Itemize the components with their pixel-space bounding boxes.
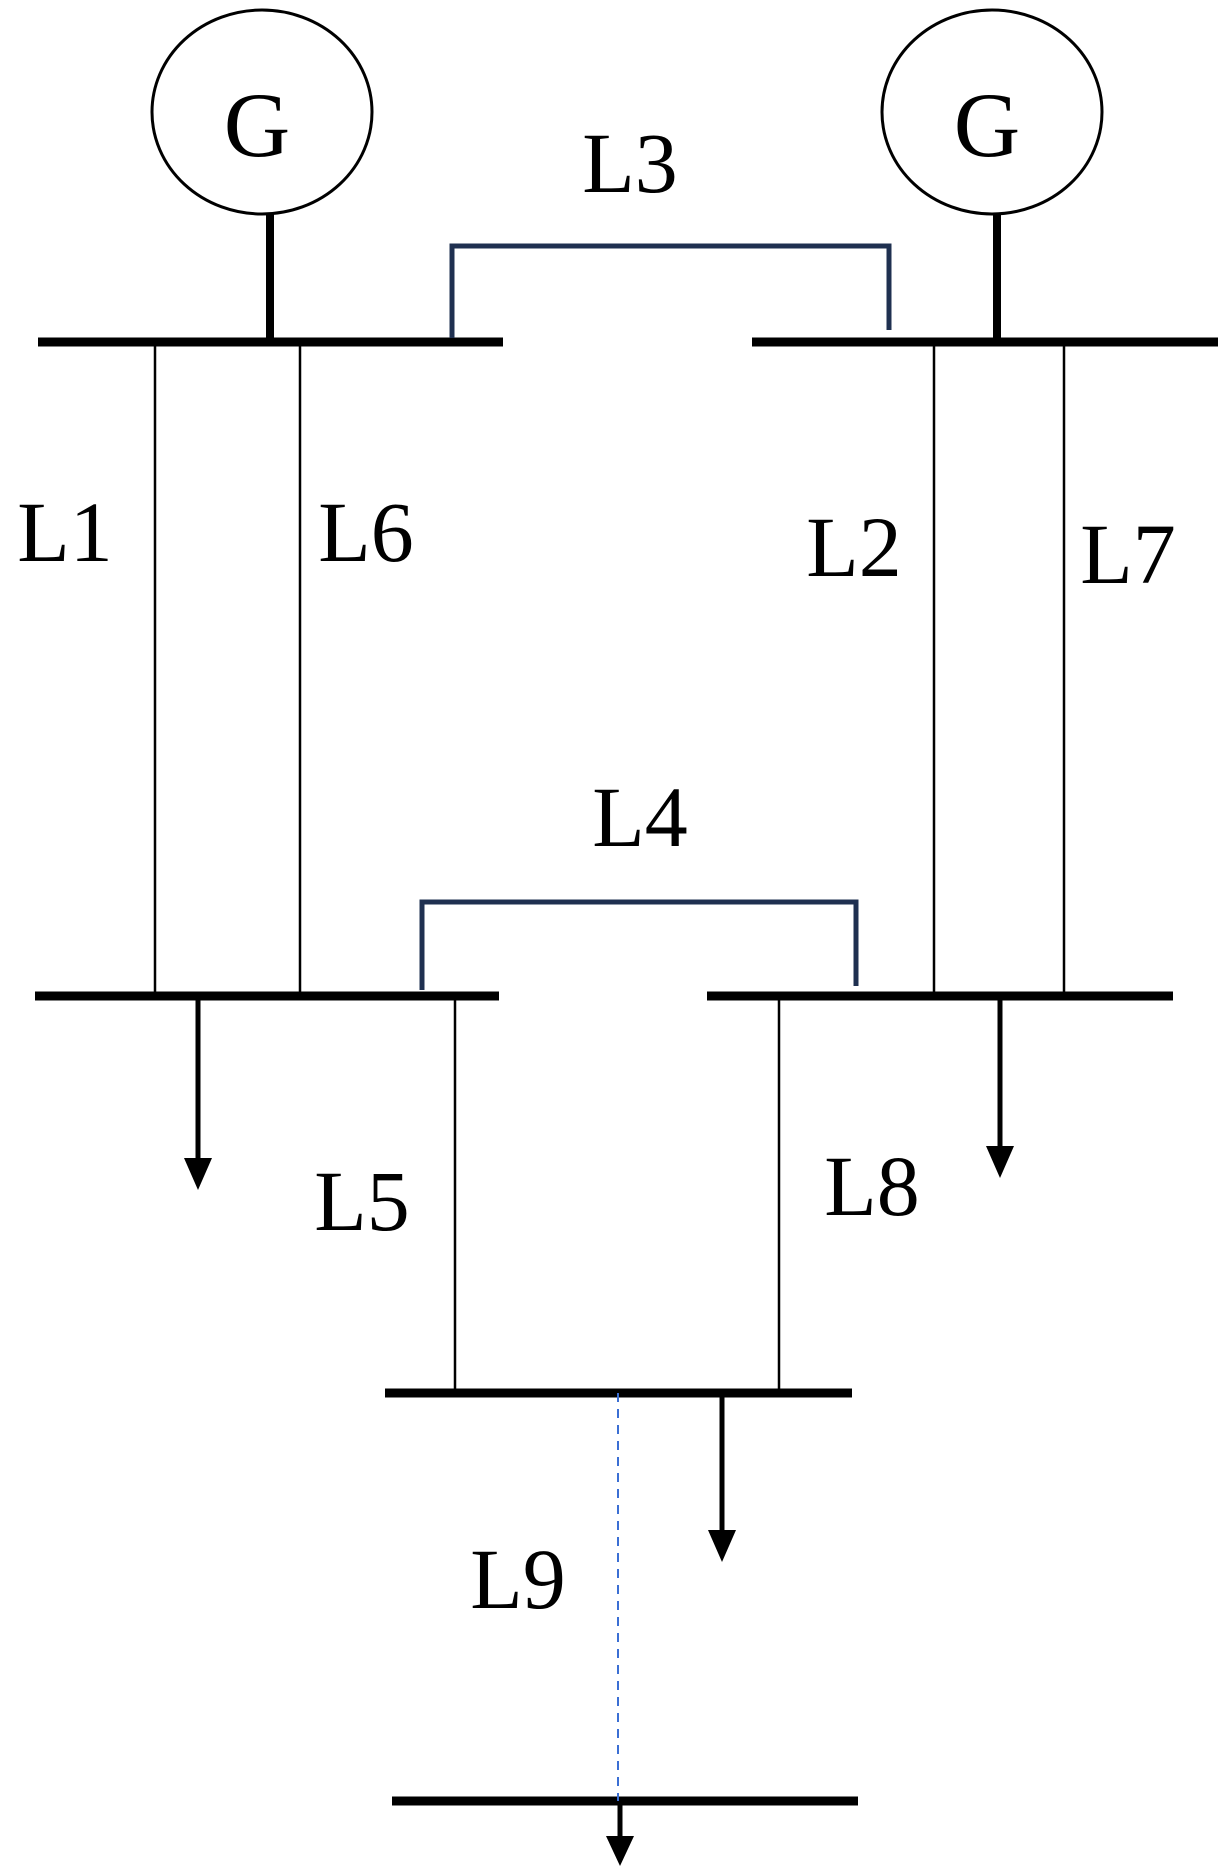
generator-right-label: G (954, 74, 1020, 176)
line-L1-label: L1 (17, 484, 113, 580)
line-L2-label: L2 (806, 499, 902, 595)
line-L3 (449, 243, 892, 338)
line-L4 (419, 899, 859, 990)
generator-right: G (880, 8, 1104, 342)
line-L4-label: L4 (592, 769, 688, 865)
line-L6-label: L6 (318, 484, 414, 580)
line-L7-label: L7 (1080, 506, 1176, 602)
load-arrow-middle-right (986, 996, 1014, 1178)
line-L3-label: L3 (582, 115, 678, 211)
generator-left-label: G (224, 74, 290, 176)
load-arrow-bottom (606, 1801, 634, 1866)
generator-right-circle (880, 8, 1104, 216)
load-arrow-middle-left (184, 996, 212, 1190)
load-arrow-lower (708, 1393, 736, 1562)
generator-left: G (150, 8, 374, 342)
generator-left-circle (150, 8, 374, 216)
line-L5-label: L5 (314, 1153, 410, 1249)
line-L9-label: L9 (470, 1531, 566, 1627)
line-L8-label: L8 (824, 1138, 920, 1234)
